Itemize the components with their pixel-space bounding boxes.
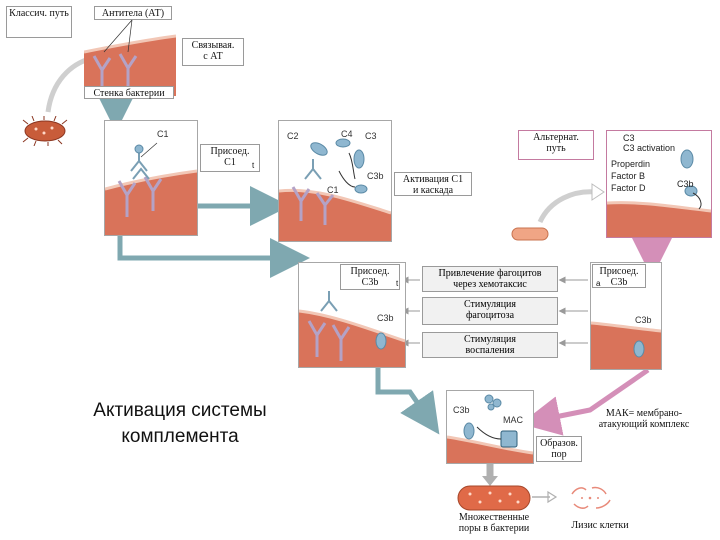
- label-cell-lysis: Лизис клетки: [571, 520, 629, 531]
- arrow-c1-panel-to-c3b: [117, 234, 310, 278]
- alt-c3b-label: C3b: [677, 179, 694, 189]
- curved-arrow-alt: [537, 189, 597, 224]
- molecule-c3b-right-label: C3b: [635, 315, 652, 325]
- alt-c3-label: C3: [623, 133, 635, 143]
- molecule-c1-label: C1: [157, 129, 169, 139]
- bacterium-pores-icon: [457, 485, 531, 511]
- molecule-c1-label-2: C1: [327, 185, 339, 195]
- label-binding-with-at: Связывая.с АТ: [182, 38, 244, 66]
- label-attach-c3b-left: Присоед.С3b: [340, 264, 400, 290]
- panel-alternative: C3 C3 activation Properdin Factor B Fact…: [606, 130, 712, 238]
- label-attach-c3b-right: Присоед.С3b: [592, 264, 646, 288]
- panel-mac: C3b MAC: [446, 390, 534, 464]
- panel-antibody-binding: [84, 18, 176, 96]
- label-bacterium-membrane: Стенка бактерии: [84, 86, 174, 99]
- label-antibodies: Антитела (АТ): [94, 6, 172, 20]
- label-alternative-path: Альтернат.путь: [518, 130, 594, 160]
- label-pore-formation: Образов.пор: [536, 436, 582, 462]
- panel-c3b-right: C3b: [590, 262, 662, 370]
- molecule-c3b-left-label: C3b: [377, 313, 394, 323]
- arrow-c3b-to-mac: [375, 368, 440, 435]
- molecule-mac-label: MAC: [503, 415, 523, 425]
- alt-c3-activation: C3 activation: [623, 143, 676, 153]
- label-attach-c1: Присоед.С1: [200, 144, 260, 172]
- molecule-c3-label: C3: [365, 131, 377, 141]
- tag-a: a: [596, 279, 601, 288]
- label-classic-path: Классич. путь: [6, 6, 72, 38]
- label-mac-note: МАК= мембрано-атакующий комплекс: [598, 408, 690, 430]
- panel-c1: C1: [104, 120, 198, 236]
- alt-properdin: Properdin: [611, 159, 651, 169]
- alt-factor-d: Factor D: [611, 183, 646, 193]
- molecule-c2-label: C2: [287, 131, 299, 141]
- cell-lysis-icon: [571, 486, 611, 509]
- tag-t-left: t: [252, 161, 255, 170]
- arrow-alt-to-mac: [520, 367, 650, 436]
- molecule-c3b-mac-label: C3b: [453, 405, 470, 415]
- bacterium-icon: [22, 116, 68, 146]
- molecule-c3b-label: C3b: [367, 171, 384, 181]
- tag-t-mid: t: [396, 279, 399, 288]
- bacterium-alt-icon: [511, 227, 549, 241]
- alt-factor-b: Factor B: [611, 171, 646, 181]
- molecule-c4-label: C4: [341, 129, 353, 139]
- panel-c2-c4-c3: C2 C4 C3 C1 C3b: [278, 120, 392, 242]
